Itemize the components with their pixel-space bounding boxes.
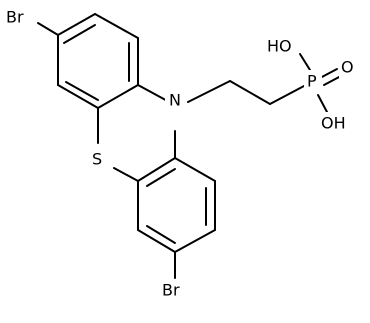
hydroxyl-top-label: HO bbox=[267, 37, 292, 56]
bond-ring1-2 bbox=[94, 13, 139, 39]
nitrogen-label-bg bbox=[165, 89, 185, 111]
bond-ring1-double-c bbox=[65, 81, 99, 101]
bond-lines bbox=[37, 13, 342, 279]
br-bottom-label: Br bbox=[162, 281, 180, 300]
bond-ring1-double-a bbox=[63, 24, 96, 44]
br-top-label: Br bbox=[6, 8, 24, 27]
bond-ch2-ch2 bbox=[229, 80, 271, 105]
bond-n-ch2 bbox=[187, 80, 231, 103]
atom-labels: Br N S Br P O HO OH bbox=[4, 7, 359, 302]
phosphorus-label-bg bbox=[304, 70, 322, 92]
bond-c-br-top bbox=[37, 22, 59, 36]
bond-ring2-4 bbox=[174, 229, 216, 253]
bond-p-o-double-a bbox=[319, 68, 338, 79]
sulfur-label: S bbox=[92, 150, 102, 169]
bond-p-o-double-b bbox=[323, 75, 342, 86]
bond-s-c-bottom bbox=[113, 167, 139, 182]
bond-ch2-p bbox=[269, 85, 305, 105]
bond-p-oh-top bbox=[299, 53, 311, 71]
bond-p-oh-bottom bbox=[317, 94, 328, 113]
phosphorus-label: P bbox=[307, 72, 317, 91]
oxygen-double-label-bg bbox=[339, 56, 359, 78]
bond-ring2-double-c bbox=[146, 225, 176, 244]
oxygen-double-label: O bbox=[341, 58, 354, 77]
bond-ring1-1 bbox=[57, 13, 96, 36]
bond-ring2-5 bbox=[137, 229, 176, 253]
hydroxyl-bottom-label: OH bbox=[321, 114, 346, 133]
bond-ring1-4 bbox=[97, 84, 139, 109]
hydroxyl-bottom-label-bg bbox=[319, 112, 353, 134]
nitrogen-label: N bbox=[169, 91, 181, 110]
sulfur-label-bg bbox=[89, 148, 107, 170]
br-bottom-label-bg bbox=[160, 280, 189, 302]
bond-ring2-2 bbox=[174, 157, 216, 182]
bond-ring1-5 bbox=[57, 84, 99, 109]
hydroxyl-top-label-bg bbox=[265, 35, 299, 57]
bond-ring2-1 bbox=[137, 157, 176, 182]
br-top-label-bg bbox=[4, 7, 33, 29]
bond-ring2-double-a bbox=[146, 168, 176, 187]
